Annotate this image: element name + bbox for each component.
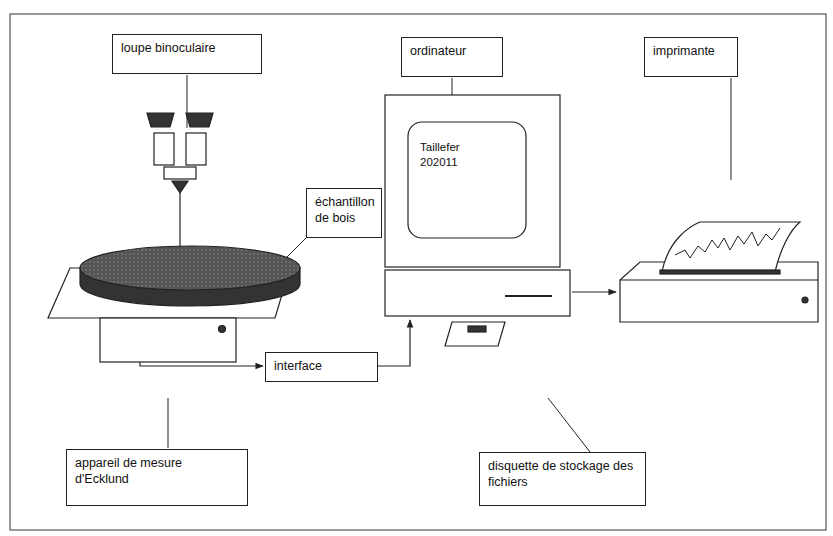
label-text: disquette de stockage des fichiers [488, 459, 637, 490]
microscope [147, 113, 213, 252]
frame [10, 14, 826, 530]
label-text: interface [274, 359, 369, 375]
label-box: disquette de stockage des fichiers [479, 452, 646, 506]
printer [620, 222, 818, 322]
label-box: ordinateur [401, 37, 503, 77]
label-text: imprimante [653, 44, 729, 60]
label-box: interface [265, 352, 378, 382]
label-text: appareil de mesure d'Ecklund [75, 456, 239, 487]
screen-text: Taillefer 202011 [420, 140, 500, 170]
label-text: loupe binoculaire [121, 41, 253, 57]
label-box: appareil de mesure d'Ecklund [66, 449, 248, 506]
signal-arrows [140, 292, 616, 366]
label-text: ordinateur [410, 44, 494, 60]
label-box: imprimante [644, 37, 738, 77]
wood-sample [80, 246, 300, 306]
label-box: échantillon de bois [306, 188, 382, 238]
computer [385, 95, 570, 346]
label-text: échantillon de bois [315, 195, 373, 226]
label-box: loupe binoculaire [112, 34, 262, 74]
